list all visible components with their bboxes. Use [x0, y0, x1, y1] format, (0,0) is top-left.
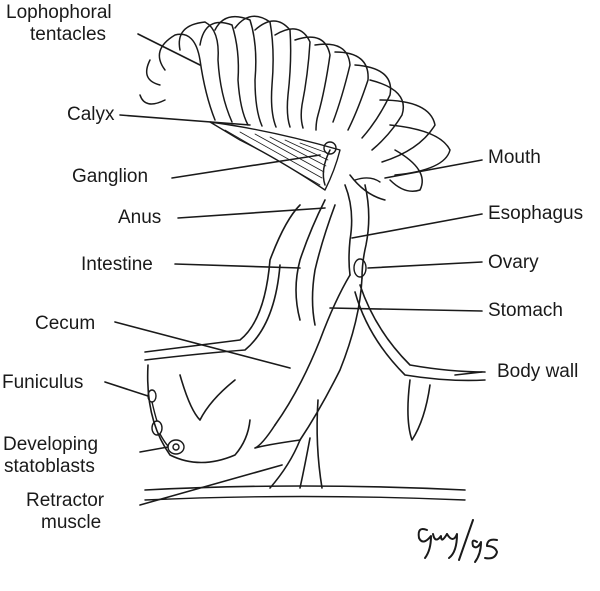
- label-ganglion: Ganglion: [72, 166, 149, 187]
- label-intestine: Intestine: [81, 254, 153, 275]
- label-lophophoral-tentacles-2: tentacles: [30, 24, 107, 45]
- calyx: [209, 121, 341, 191]
- label-cecum: Cecum: [35, 313, 96, 334]
- artist-signature: [417, 519, 498, 563]
- tentacle-crown: [139, 15, 451, 201]
- label-ovary: Ovary: [488, 252, 539, 273]
- body-wall: [144, 204, 486, 464]
- label-stomach: Stomach: [488, 300, 563, 321]
- label-calyx: Calyx: [67, 104, 115, 125]
- leader-lines: [104, 33, 483, 506]
- label-body-wall: Body wall: [497, 361, 579, 382]
- label-esophagus: Esophagus: [488, 203, 584, 224]
- substrate: [144, 485, 466, 501]
- gut: [254, 177, 381, 489]
- label-funiculus: Funiculus: [2, 372, 84, 393]
- label-developing-statoblasts-1: Developing: [3, 434, 99, 455]
- statoblasts: [147, 389, 185, 455]
- label-anus: Anus: [118, 207, 162, 228]
- label-lophophoral-tentacles-1: Lophophoral: [6, 2, 112, 23]
- label-retractor-muscle-1: Retractor: [26, 490, 105, 511]
- label-mouth: Mouth: [488, 147, 541, 168]
- label-developing-statoblasts-2: statoblasts: [4, 456, 95, 477]
- label-retractor-muscle-2: muscle: [41, 512, 102, 533]
